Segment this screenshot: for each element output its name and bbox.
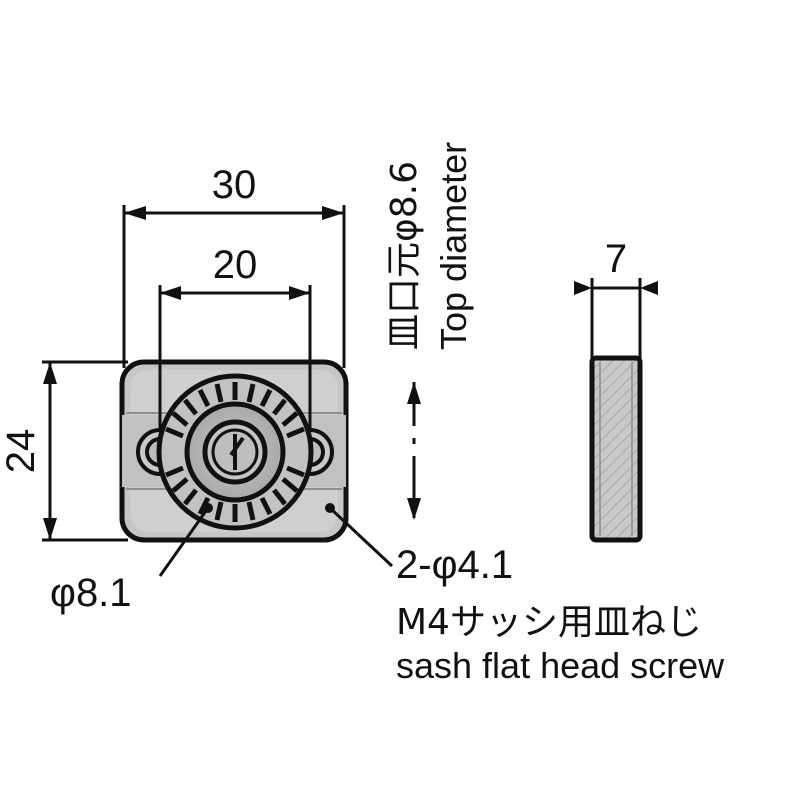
dimension-thickness-7: 7 [574, 237, 658, 364]
dimension-width-30: 30 [122, 163, 346, 368]
callout-phi81: φ8.1 [50, 503, 213, 615]
knurl-ring [165, 382, 305, 522]
dim-label-24: 24 [0, 429, 43, 474]
callout-2phi41: 2-φ4.1 [325, 503, 513, 587]
arrow-30-left [124, 206, 146, 220]
side-profile-outline [589, 355, 643, 543]
arrow-24-top [43, 362, 57, 384]
label-2phi41: 2-φ4.1 [396, 543, 513, 587]
arrow-top-dia-up [407, 382, 421, 404]
screw-note-en: sash flat head screw [396, 645, 725, 686]
leader-phi81 [158, 507, 210, 577]
screw-slot [229, 434, 245, 470]
arrow-20-left [160, 286, 181, 300]
dim-label-7: 7 [605, 237, 627, 281]
arrow-7-right [640, 281, 658, 295]
screw-note-jp: M4サッシ用皿ねじ [396, 602, 702, 643]
leader-dot-phi81 [203, 503, 213, 513]
screw-note: M4サッシ用皿ねじ sash flat head screw [396, 602, 725, 686]
arrow-top-dia-down [407, 498, 421, 520]
side-view [589, 355, 643, 543]
arrow-24-bottom [43, 518, 57, 540]
dim-label-30: 30 [212, 163, 257, 207]
leader-dot-2phi41 [325, 503, 335, 513]
top-diameter-callout: 皿口元φ8.6 Top diameter [384, 142, 474, 520]
arrow-20-right [289, 286, 310, 300]
label-phi81: φ8.1 [50, 571, 132, 615]
leader-2phi41 [328, 506, 394, 568]
dimension-width-20: 20 [158, 243, 312, 430]
dimension-height-24: 24 [0, 360, 128, 542]
top-diameter-jp-label: 皿口元φ8.6 [384, 161, 425, 350]
arrow-7-left [574, 281, 592, 295]
arrow-30-right [322, 206, 344, 220]
top-diameter-en-label: Top diameter [433, 142, 474, 350]
dim-label-20: 20 [213, 243, 258, 287]
front-view [119, 359, 349, 543]
